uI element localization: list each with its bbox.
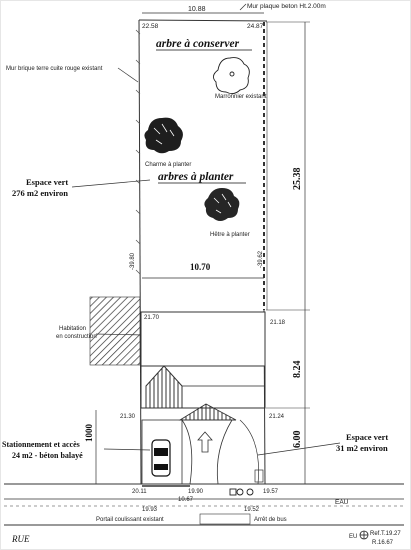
parking-label-line1: Stationnement et accès	[2, 440, 80, 449]
hatched-construction-area	[89, 296, 141, 366]
entrance-canopy	[178, 403, 237, 421]
spot-19-90: 19.90	[188, 489, 204, 495]
right-strip-path	[239, 419, 259, 485]
spot-19-93: 19.93	[142, 507, 158, 513]
spot-21-30: 21.30	[120, 414, 136, 420]
spot-20-11: 20.11	[132, 489, 147, 495]
driveway-edge-right	[216, 419, 233, 485]
green-right-leader	[257, 442, 341, 456]
spot-19-52: 19.52	[244, 507, 260, 513]
green-right-line2: 31 m2 environ	[336, 443, 388, 453]
benchmark-icon	[359, 530, 369, 540]
ref-eu-label: EU	[349, 534, 357, 540]
driveway-edge-left	[181, 419, 193, 485]
water-label: EAU	[335, 499, 349, 506]
chestnut-caption: Marronnier existant	[215, 94, 267, 100]
green-right-line1: Espace vert	[346, 432, 388, 442]
left-wall-label: Mur brique terre cuite rouge existant	[6, 66, 103, 72]
car-icon	[151, 439, 171, 477]
spot-21-70: 21.70	[144, 315, 160, 321]
bus-stop-box	[199, 513, 251, 525]
green-left-line1: Espace vert	[26, 177, 68, 187]
house-label-line2: en construction	[56, 334, 97, 340]
bus-stop-label: Arrêt de bus	[254, 517, 287, 523]
gate-label: Portail coulissant existant	[96, 517, 164, 523]
meter-box	[254, 469, 264, 483]
mid-width-label: 10.70	[190, 262, 211, 272]
spot-21-18: 21.18	[270, 320, 286, 326]
chestnut-tree-icon	[213, 57, 250, 95]
house-label-line1: Habitation	[59, 326, 86, 332]
spot-19-57: 19.57	[263, 489, 279, 495]
level-left-a: -39.80	[130, 252, 136, 270]
house-roof-gable	[145, 365, 183, 409]
road-label: RUE	[11, 534, 30, 544]
ref-line2: R.16.67	[372, 540, 394, 546]
green-left-leader	[71, 179, 151, 188]
front-depth-label: 6.00	[292, 431, 303, 449]
left-brick-wall-hatch	[135, 29, 141, 275]
house-front-annex	[181, 385, 266, 409]
corner-left-level: 22.58	[142, 23, 159, 30]
spot-10-67: 10.67	[178, 497, 194, 503]
mid-depth-label: 8.24	[292, 361, 303, 379]
trees-keep-title: arbre à conserver	[156, 38, 240, 50]
hornbeam-caption: Charme à planter	[145, 162, 191, 168]
house-label-leader	[95, 333, 145, 336]
plot-top-boundary	[138, 19, 268, 22]
left-wall-leader	[117, 67, 139, 83]
entrance-arrow-icon	[197, 431, 213, 453]
hornbeam-tree-icon	[144, 117, 183, 154]
beech-caption: Hêtre à planter	[210, 232, 250, 238]
parking-leader	[103, 448, 151, 451]
top-wall-leader	[239, 3, 247, 11]
beech-tree-icon	[204, 188, 240, 221]
left-1000-label: 1000	[84, 424, 94, 443]
parking-label-line2: 24 m2 - béton balayé	[12, 451, 83, 460]
plot-left-boundary	[138, 19, 142, 485]
manhole-icons	[229, 488, 254, 496]
spot-21-24: 21.24	[269, 414, 285, 420]
top-wall-label: Mur plaque beton Ht.2.00m	[247, 3, 326, 10]
total-depth-label: 25.38	[292, 168, 303, 191]
trees-plant-title: arbres à planter	[158, 171, 234, 183]
ref-line1: Ref.T.19.27	[370, 531, 401, 537]
top-width-label: 10.88	[188, 6, 206, 13]
corner-right-level: 24.87	[247, 23, 264, 30]
house-footprint	[140, 311, 266, 367]
green-left-line2: 276 m2 environ	[12, 188, 68, 198]
level-right-a: -39.62	[258, 250, 264, 268]
